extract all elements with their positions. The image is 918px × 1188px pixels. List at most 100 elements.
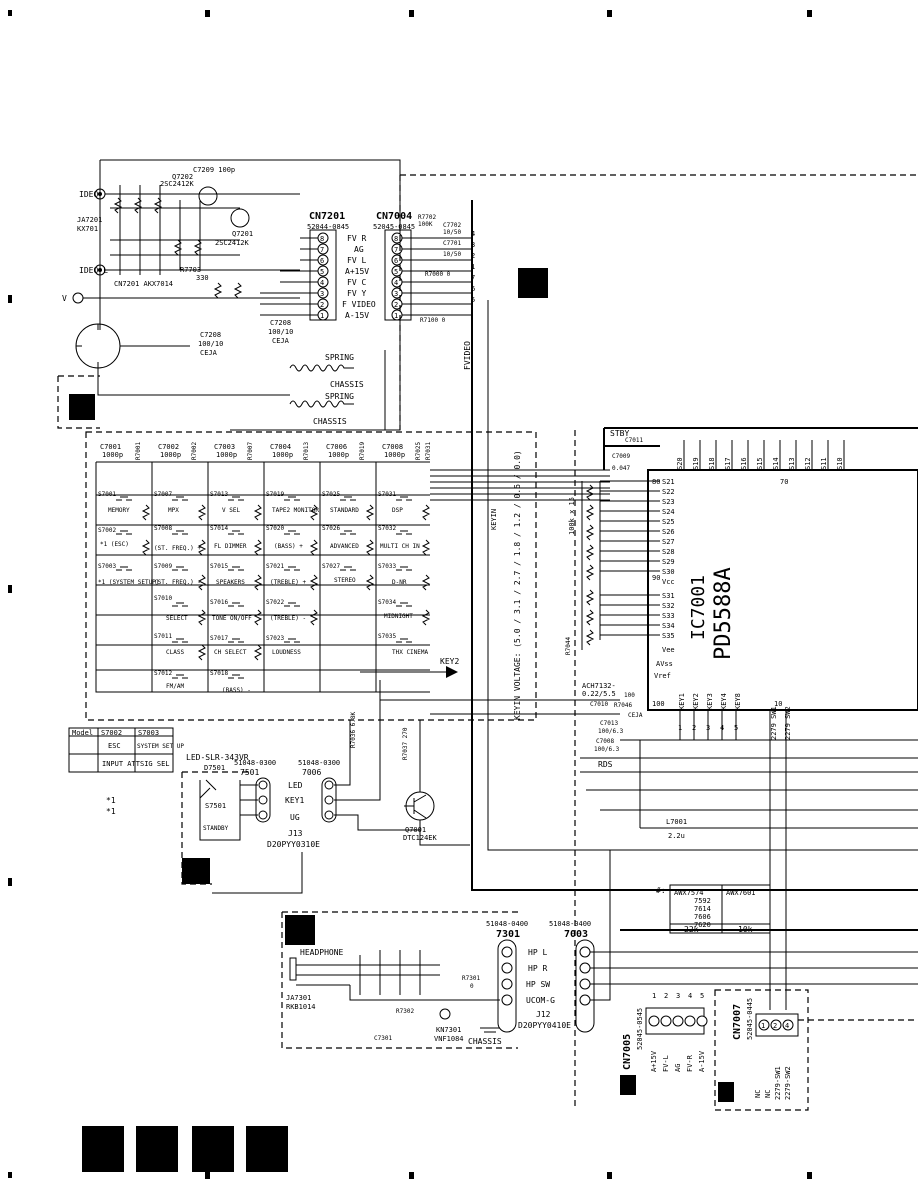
r7000: R7000 0 xyxy=(425,271,451,278)
svg-text:3: 3 xyxy=(471,241,475,249)
svg-text:1: 1 xyxy=(471,263,475,271)
svg-text:MIDNIGHT: MIDNIGHT xyxy=(384,613,413,620)
c7702-val: 10/50 xyxy=(443,229,461,236)
svg-text:LOUDNESS: LOUDNESS xyxy=(272,649,301,656)
key-matrix: C7001 1000p C7002 1000p C7003 1000p C700… xyxy=(85,431,610,816)
key-caps: C7001 1000p C7002 1000p C7003 1000p C700… xyxy=(100,443,405,459)
svg-text:NC: NC xyxy=(764,1090,772,1098)
headphone-jack-icon xyxy=(289,957,297,981)
svg-text:AG: AG xyxy=(354,245,364,254)
svg-text:S7002: S7002 xyxy=(98,527,116,534)
key2-label: KEY2 xyxy=(440,657,459,666)
svg-text:5: 5 xyxy=(320,268,324,276)
c7208: C7208 xyxy=(200,331,221,339)
svg-text:R7007: R7007 xyxy=(247,442,254,460)
svg-text:1: 1 xyxy=(394,312,398,320)
r7302: R7302 xyxy=(396,1008,414,1015)
pin-key1: KEY1 xyxy=(285,796,304,805)
svg-text:S7012: S7012 xyxy=(154,670,172,677)
svg-text:A-15V: A-15V xyxy=(698,1050,706,1072)
svg-text:6: 6 xyxy=(394,257,398,265)
video-jack-label-l: IDEO L xyxy=(79,266,108,275)
resistor-cluster xyxy=(113,197,243,299)
r7044: R7044 xyxy=(565,637,572,655)
cn7004-part: 52045-0845 xyxy=(373,223,415,231)
svg-text:S7015: S7015 xyxy=(210,563,228,570)
svg-text:FV-R: FV-R xyxy=(686,1054,694,1072)
c7208b-type: CEJA xyxy=(272,337,290,345)
kn7301-icon xyxy=(439,1008,451,1020)
l7001-val: 2.2u xyxy=(668,832,685,840)
svg-text:KEY2: KEY2 xyxy=(692,693,700,710)
svg-text:8: 8 xyxy=(320,235,324,243)
c7010: C7010 xyxy=(590,701,608,708)
svg-text:AVss: AVss xyxy=(656,660,673,668)
keyin-label: KEYIN xyxy=(490,509,498,530)
c7009-val: 0.047 xyxy=(612,465,630,472)
svg-text:S7018: S7018 xyxy=(210,670,228,677)
svg-text:5: 5 xyxy=(471,296,475,304)
svg-text:KEY4: KEY4 xyxy=(720,693,728,710)
q7201-part: 2SC2412K xyxy=(215,239,250,247)
svg-text:S31: S31 xyxy=(662,592,675,600)
ceja-label: CEJA xyxy=(628,712,643,719)
svg-text:5: 5 xyxy=(394,268,398,276)
svg-text:D-NR: D-NR xyxy=(392,579,407,586)
svg-text:KEY1: KEY1 xyxy=(678,693,686,710)
svg-text:S21: S21 xyxy=(662,478,675,486)
svg-text:S7011: S7011 xyxy=(154,633,172,640)
keyin-voltage: KEYIN VOLTAGE: (5.0 / 3.1 / 2.7 / 1.8 / … xyxy=(513,450,522,720)
svg-text:S32: S32 xyxy=(662,602,675,610)
cn7007: CN7007 52045-0445 1 2 4 NC NC 2279-SW1 2… xyxy=(714,989,918,1111)
hp-chassis: CHASSIS xyxy=(468,1037,502,1046)
stby-label: STBY xyxy=(610,429,629,438)
svg-text:S7017: S7017 xyxy=(210,635,228,642)
svg-text:DSP: DSP xyxy=(392,507,403,514)
svg-text:S10: S10 xyxy=(836,457,844,470)
row1-s7003: SYSTEM SET UP xyxy=(137,743,184,750)
svg-text:8: 8 xyxy=(394,235,398,243)
ic7001-ref: IC7001 xyxy=(688,575,709,640)
svg-text:1000p: 1000p xyxy=(384,451,405,459)
svg-text:SPEAKERS: SPEAKERS xyxy=(216,579,245,586)
ach-val: 0.22/5.5 xyxy=(582,690,616,698)
svg-text:(ST. FREQ.) +: (ST. FREQ.) + xyxy=(154,545,201,552)
j13-part: D20PYY0310E xyxy=(267,840,320,849)
cn7005-part: 52045-0545 xyxy=(636,1008,644,1050)
r7037: R7037 270 xyxy=(402,727,409,760)
svg-text:3: 3 xyxy=(676,992,680,1000)
cn7201-ref: CN7201 xyxy=(309,211,345,222)
svg-text:S18: S18 xyxy=(708,457,716,470)
registration-marks xyxy=(8,10,812,1179)
r7036: R7036 6.8K xyxy=(350,711,357,748)
svg-text:MPX: MPX xyxy=(168,507,179,514)
awx-val1: 22k xyxy=(684,925,699,934)
svg-text:S35: S35 xyxy=(662,632,675,640)
svg-text:FM/AM: FM/AM xyxy=(166,683,184,690)
svg-text:THX CINEMA: THX CINEMA xyxy=(392,649,429,656)
svg-text:(BASS) -: (BASS) - xyxy=(222,687,251,694)
svg-text:2279 SW2: 2279 SW2 xyxy=(784,706,792,740)
c7009: C7009 xyxy=(612,453,630,460)
cn7501-part: 51048-0300 xyxy=(234,759,276,767)
svg-text:7: 7 xyxy=(320,246,324,254)
svg-text:7: 7 xyxy=(471,274,475,282)
cn7501-ref: 7501 xyxy=(240,768,259,777)
r7301: R7301 xyxy=(462,975,480,982)
svg-text:AWX7601: AWX7601 xyxy=(726,889,756,897)
cn7201-part: 52044-0845 xyxy=(307,223,349,231)
svg-text:S7032: S7032 xyxy=(378,525,396,532)
cn7201-signal-labels: FV R AG FV L A+15V FV C FV Y F VIDEO A-1… xyxy=(342,234,376,320)
ic-bottom-pins: KEY1 KEY2 KEY3 KEY4 KEY8 1 2 3 4 5 2279 … xyxy=(678,693,792,1010)
svg-text:S7033: S7033 xyxy=(378,563,396,570)
svg-text:1000p: 1000p xyxy=(272,451,293,459)
svg-text:TONE ON/OFF: TONE ON/OFF xyxy=(212,615,252,622)
svg-text:CLASS: CLASS xyxy=(166,649,184,656)
svg-text:S17: S17 xyxy=(724,457,732,470)
svg-text:S7025: S7025 xyxy=(322,491,340,498)
svg-text:S25: S25 xyxy=(662,518,675,526)
svg-text:7: 7 xyxy=(394,246,398,254)
svg-text:S19: S19 xyxy=(692,457,700,470)
rds-label: RDS xyxy=(598,760,613,769)
